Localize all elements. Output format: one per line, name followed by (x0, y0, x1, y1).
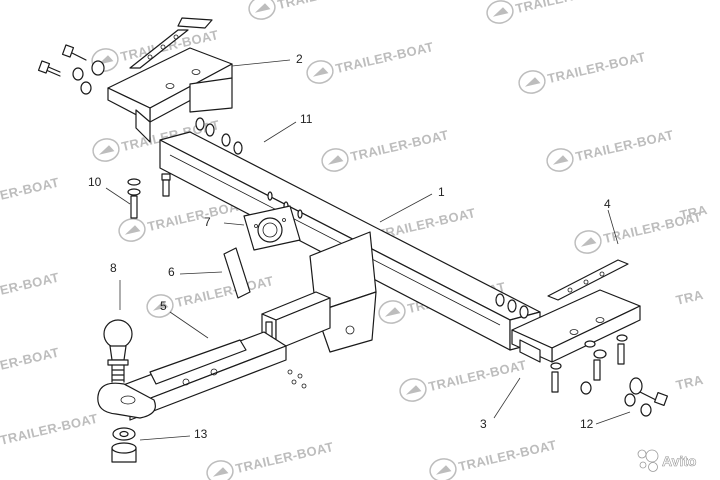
boat-logo-icon (98, 145, 115, 155)
svg-text:TRAILER-BOAT: TRAILER-BOAT (349, 127, 450, 164)
svg-text:TRAILER-BOAT: TRAILER-BOAT (276, 0, 377, 12)
watermark: TRAILER-BOAT (429, 437, 558, 480)
watermark: ER-BOAT (0, 270, 61, 298)
callout-1: 1 (438, 185, 445, 199)
part-7-socket-plate (243, 205, 301, 251)
callout-5: 5 (160, 299, 167, 313)
avito-dots-icon (637, 449, 659, 472)
svg-text:ER-BOAT: ER-BOAT (0, 270, 61, 298)
svg-text:ER-BOAT: ER-BOAT (0, 175, 61, 203)
boat-logo-icon (254, 3, 271, 13)
part-13-washer-nut (111, 427, 137, 463)
watermark: TRAILER-BOAT (306, 39, 435, 84)
callout-2: 2 (296, 52, 303, 66)
part-4-right-bracket (547, 259, 629, 301)
boat-logo-icon (152, 301, 169, 311)
boat-logo-icon (212, 467, 229, 477)
part-10-bolts (127, 173, 171, 219)
part-6-chain-hook (223, 247, 251, 299)
part-5-drawbar (97, 331, 287, 421)
watermark: TRAILER-BOAT (206, 439, 335, 480)
svg-text:TRA: TRA (674, 287, 705, 308)
callout-6: 6 (168, 265, 175, 279)
svg-text:TRA: TRA (678, 202, 709, 223)
watermark: TRA (678, 202, 709, 223)
callout-10: 10 (88, 175, 102, 189)
boat-logo-icon (435, 465, 452, 475)
watermark: TRAILER-BOAT (546, 127, 675, 172)
callout-4: 4 (604, 197, 611, 211)
watermark: TRAILER-BOAT (0, 411, 99, 448)
boat-logo-icon (312, 67, 329, 77)
boat-logo-icon (552, 155, 569, 165)
callout-3: 3 (480, 417, 487, 431)
watermark: TRA (674, 287, 705, 308)
part-8-tow-ball (103, 319, 133, 383)
callout-13: 13 (194, 427, 208, 441)
svg-text:TRAILER-BOAT: TRAILER-BOAT (174, 273, 275, 310)
callout-7: 7 (204, 215, 211, 229)
svg-text:TRAILER-BOAT: TRAILER-BOAT (334, 39, 435, 76)
callout-labels: 2 11 1 4 10 7 6 8 5 3 12 13 (88, 52, 611, 441)
avito-badge: Avito (637, 449, 697, 472)
boat-logo-icon (580, 237, 597, 247)
watermark: TRAILER-BOAT (399, 357, 528, 402)
svg-text:TRAILER-BOAT: TRAILER-BOAT (574, 127, 675, 164)
small-hardware (287, 369, 307, 389)
svg-text:TRAILER-BOAT: TRAILER-BOAT (234, 439, 335, 476)
boat-logo-icon (327, 155, 344, 165)
part-2-left-bracket (107, 17, 233, 143)
svg-text:TRAILER-BOAT: TRAILER-BOAT (514, 0, 615, 16)
watermark: ER-BOAT (0, 175, 61, 203)
part-3-right-lower-bracket (511, 289, 641, 363)
watermark: TRAILER-BOAT (321, 127, 450, 172)
svg-text:ER-BOAT: ER-BOAT (0, 345, 61, 373)
boat-logo-icon (492, 7, 509, 17)
callout-8: 8 (110, 261, 117, 275)
svg-text:TRAILER-BOAT: TRAILER-BOAT (457, 437, 558, 474)
boat-logo-icon (124, 225, 141, 235)
watermark: TRA (674, 372, 705, 393)
callout-11: 12 (580, 417, 594, 431)
svg-text:Avito: Avito (662, 453, 696, 469)
callout-12: 11 (300, 112, 313, 126)
svg-text:TRA: TRA (674, 372, 705, 393)
watermark: TRAILER-BOAT (518, 49, 647, 94)
bolt-set-2 (37, 44, 105, 95)
part-11-bolts (550, 334, 669, 417)
boat-logo-icon (405, 385, 422, 395)
svg-text:TRAILER-BOAT: TRAILER-BOAT (546, 49, 647, 86)
watermark: ER-BOAT (0, 345, 61, 373)
boat-logo-icon (524, 77, 541, 87)
watermark: TRAILER-BOAT (486, 0, 615, 24)
leader-lines (105, 59, 631, 441)
svg-text:TRAILER-BOAT: TRAILER-BOAT (0, 411, 99, 448)
boat-logo-icon (384, 307, 401, 317)
receiver-assembly (261, 231, 377, 353)
watermark: TRAILER-BOAT (248, 0, 377, 20)
